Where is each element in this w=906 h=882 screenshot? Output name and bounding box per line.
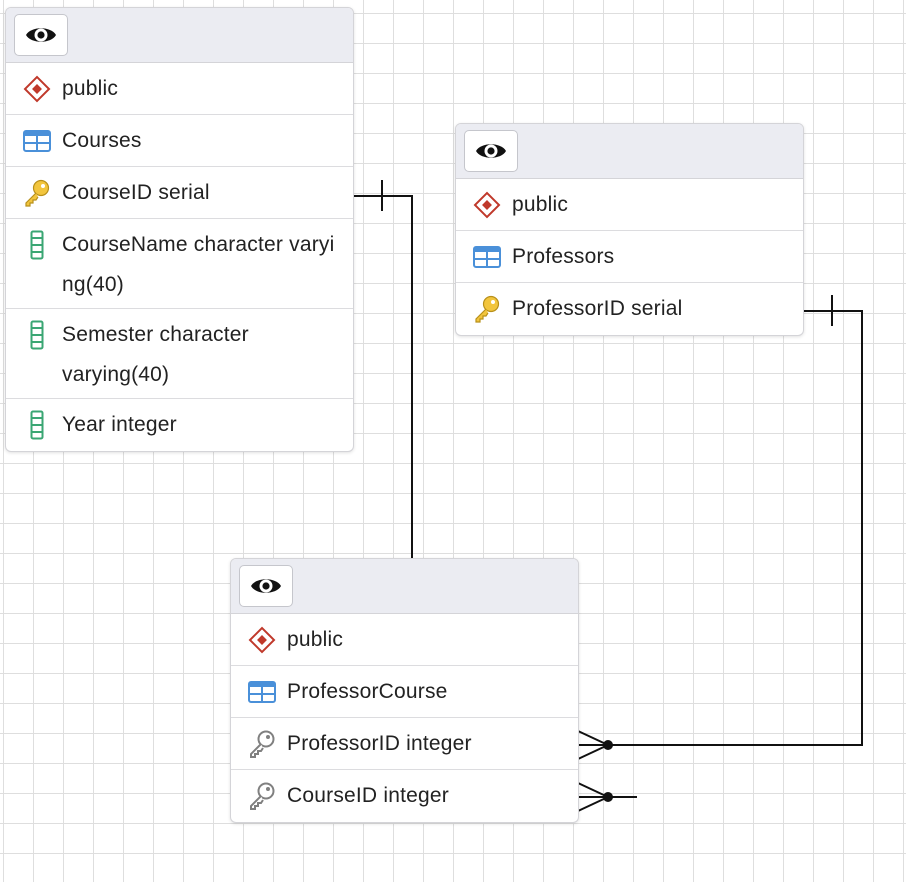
column-row[interactable]: CourseName character varying(40): [6, 219, 353, 309]
table-name-row: ProfessorCourse: [231, 666, 578, 718]
column-row[interactable]: ProfessorID serial: [456, 283, 803, 335]
table-icon: [247, 677, 277, 707]
column-label: ProfessorID serial: [512, 297, 683, 320]
column-row[interactable]: Year integer: [6, 399, 353, 451]
column-row[interactable]: ProfessorID integer: [231, 718, 578, 770]
table-header: [456, 124, 803, 179]
column-row[interactable]: CourseID integer: [231, 770, 578, 822]
schema-name: public: [287, 627, 344, 651]
link-dot-professorid: [603, 740, 613, 750]
eye-icon: [26, 28, 56, 42]
column-row[interactable]: Semester character varying(40): [6, 309, 353, 399]
table-header: [6, 8, 353, 63]
schema-icon: [22, 74, 52, 104]
table-name-row: Professors: [456, 231, 803, 283]
column-label: CourseID integer: [287, 784, 449, 807]
eye-icon: [476, 144, 506, 158]
table-name: Professors: [512, 244, 615, 268]
column-label: CourseID serial: [62, 180, 210, 204]
foreign-key-icon: [247, 781, 277, 811]
foreign-key-icon: [247, 729, 277, 759]
schema-name: public: [62, 76, 119, 100]
table-name: Courses: [62, 128, 142, 152]
column-icon: [22, 410, 52, 440]
view-toggle-button[interactable]: [239, 565, 293, 607]
table-name: ProfessorCourse: [287, 679, 448, 703]
schema-name: public: [512, 192, 569, 216]
table-node-professors[interactable]: public Professors ProfessorID serial: [455, 123, 804, 336]
schema-icon: [247, 625, 277, 655]
table-header: [231, 559, 578, 614]
relationship-courses-courseid[interactable]: [352, 195, 413, 560]
schema-row: public: [6, 63, 353, 115]
table-name-row: Courses: [6, 115, 353, 167]
view-toggle-button[interactable]: [14, 14, 68, 56]
schema-row: public: [456, 179, 803, 231]
view-toggle-button[interactable]: [464, 130, 518, 172]
link-dot-courseid: [603, 792, 613, 802]
column-icon: [22, 320, 52, 350]
primary-key-icon: [472, 294, 502, 324]
column-row[interactable]: CourseID serial: [6, 167, 353, 219]
primary-key-icon: [22, 178, 52, 208]
column-icon: [22, 230, 52, 260]
column-label: CourseName character varying(40): [62, 233, 335, 296]
table-node-professorcourse[interactable]: public ProfessorCourse ProfessorID integ…: [230, 558, 579, 823]
table-icon: [22, 126, 52, 156]
column-label: Year integer: [62, 413, 177, 436]
column-label: ProfessorID integer: [287, 731, 472, 755]
schema-row: public: [231, 614, 578, 666]
table-icon: [472, 242, 502, 272]
column-label: Semester character varying(40): [62, 323, 249, 386]
table-node-courses[interactable]: public Courses CourseID serial CourseNam…: [5, 7, 354, 452]
relationship-professors-professorid[interactable]: [608, 310, 863, 746]
eye-icon: [251, 579, 281, 593]
schema-icon: [472, 190, 502, 220]
